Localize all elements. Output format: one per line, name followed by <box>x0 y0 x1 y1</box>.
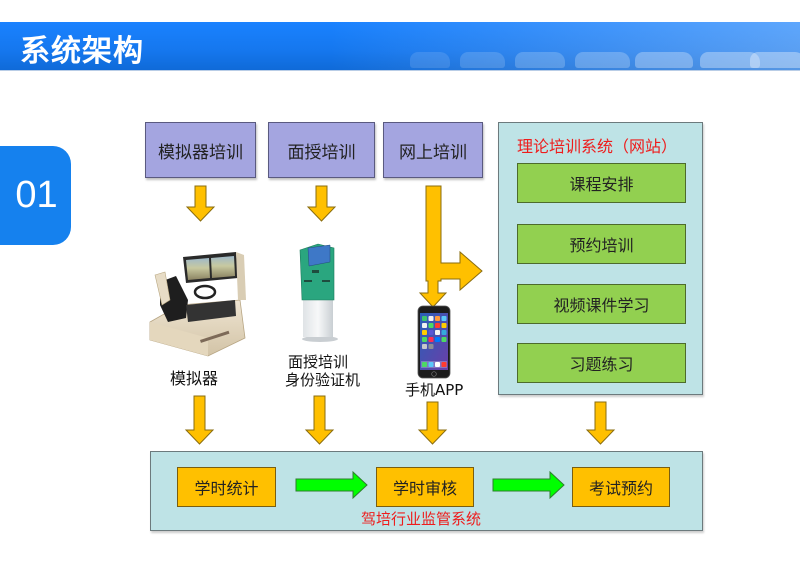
step-hours-statistics: 学时统计 <box>177 467 276 507</box>
arrow-down-simulator-to-supervision <box>184 395 215 445</box>
theory-system-title: 理论培训系统（网站） <box>517 137 678 156</box>
arrow-online-split <box>418 185 483 308</box>
arrow-right-statistics-to-review <box>295 470 368 500</box>
driving-simulator-icon <box>149 252 246 357</box>
device-label-kiosk-line1: 面授培训 <box>288 353 349 371</box>
arrow-down-kiosk-to-supervision <box>304 395 335 445</box>
training-mode-simulator: 模拟器培训 <box>145 122 256 178</box>
arrow-down-phone-to-supervision <box>417 401 448 445</box>
training-mode-online: 网上培训 <box>383 122 483 178</box>
section-number-badge: 01 <box>0 146 71 245</box>
module-training-booking: 预约培训 <box>517 224 686 264</box>
header-cars-image <box>330 22 800 70</box>
module-video-courseware: 视频课件学习 <box>517 284 686 324</box>
header-bar: 系统架构 <box>0 22 800 71</box>
arrow-down-theory-to-supervision <box>585 401 616 445</box>
smartphone-icon <box>417 305 451 379</box>
page-title: 系统架构 <box>20 34 144 69</box>
module-exercises: 习题练习 <box>517 343 686 383</box>
device-label-simulator: 模拟器 <box>170 369 219 388</box>
arrow-right-review-to-exam <box>492 470 565 500</box>
device-label-phone: 手机APP <box>405 381 464 399</box>
theory-training-system-panel: 理论培训系统（网站） 课程安排 预约培训 视频课件学习 习题练习 <box>498 122 703 395</box>
step-hours-review: 学时审核 <box>376 467 474 507</box>
training-mode-face-to-face: 面授培训 <box>268 122 375 178</box>
arrow-down-face-to-face <box>306 185 337 222</box>
step-exam-booking: 考试预约 <box>572 467 670 507</box>
supervision-system-panel: 学时统计 学时审核 考试预约 驾培行业监管系统 <box>150 451 703 531</box>
module-course-schedule: 课程安排 <box>517 163 686 203</box>
supervision-system-title: 驾培行业监管系统 <box>361 510 482 528</box>
identity-kiosk-icon <box>299 243 338 342</box>
arrow-down-simulator <box>185 185 216 222</box>
device-label-kiosk-line2: 身份验证机 <box>285 371 361 389</box>
